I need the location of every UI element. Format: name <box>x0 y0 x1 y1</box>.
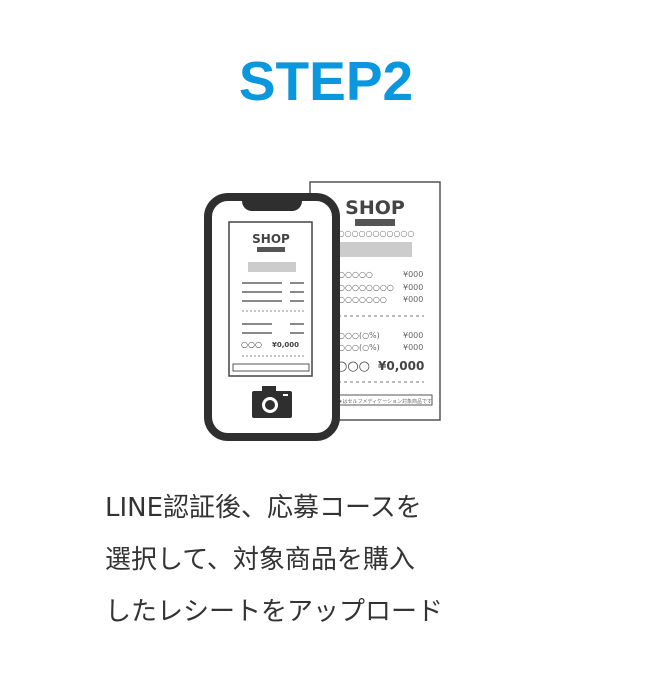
receipt-item: ○○○○○○○○ <box>338 283 394 292</box>
receipt-price: ¥000 <box>403 295 423 304</box>
receipt-total-label: ○○○ <box>336 359 370 374</box>
camera-icon[interactable] <box>252 386 292 418</box>
description-line: したレシートをアップロード <box>105 597 444 627</box>
screen-shop: SHOP <box>252 232 290 246</box>
step-description: LINE認証後、応募コースを 選択して、対象商品を購入 したレシートをアップロー… <box>105 482 443 638</box>
receipt-tax: ○○○(○%) <box>338 343 380 352</box>
receipt-price: ¥000 <box>403 270 423 279</box>
step-title: STEP2 <box>238 50 414 112</box>
smartphone: SHOP ○○○ ¥0,000 <box>204 193 340 441</box>
screen-total-label: ○○○ <box>241 340 262 349</box>
receipt-tax: ○○○(○%) <box>338 331 380 340</box>
description-line: LINE認証後、応募コースを <box>105 493 422 523</box>
receipt-price: ¥000 <box>403 343 423 352</box>
receipt-price: ¥000 <box>403 283 423 292</box>
receipt-item: ○○○○○ <box>338 270 373 279</box>
description-line: 選択して、対象商品を購入 <box>105 545 415 575</box>
receipt-footer: ★はセルフメディケーション対象商品です <box>338 398 432 405</box>
receipt-total: ¥0,000 <box>378 359 424 373</box>
screen-total: ¥0,000 <box>272 341 299 349</box>
receipt-circles: ○○○○○○○○○○○ <box>338 229 415 238</box>
receipt-price: ¥000 <box>403 331 423 340</box>
receipt-item: ○○○○○○○ <box>338 295 387 304</box>
receipt-shop: SHOP <box>345 197 405 219</box>
